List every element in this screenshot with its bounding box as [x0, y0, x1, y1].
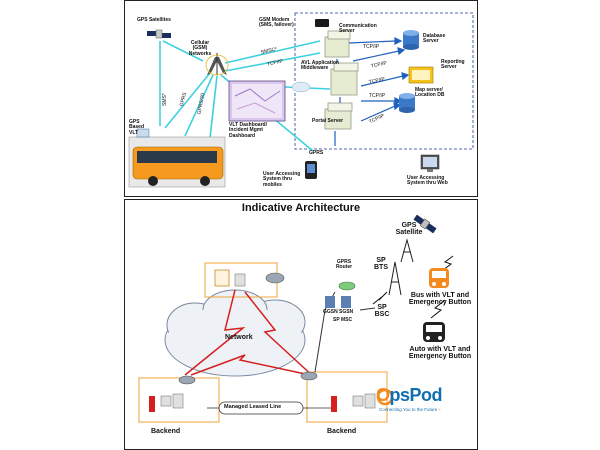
auto-rickshaw-icon: [423, 322, 445, 342]
communication-server-icon: [324, 30, 351, 58]
tcpip-label-1: TCP/IP: [363, 44, 380, 50]
bus-icon: [128, 136, 226, 188]
gps-satellites-label: GPS Satellites: [137, 17, 171, 23]
firewall-icon: [149, 396, 155, 412]
mobile-user-icon: [305, 161, 317, 179]
portal-server-icon: [324, 102, 353, 130]
router-icon: [178, 375, 196, 385]
sgsn-label: SGSN: [339, 309, 354, 315]
gprs-label: GPRS: [309, 150, 324, 156]
gsm-modem-icon: [315, 19, 329, 27]
opspod-tagline: Connecting You to the Future +: [379, 407, 442, 412]
auto-vlt-label: Auto with VLT and Emergency Button: [408, 346, 472, 361]
server-icon: [364, 393, 376, 409]
sp-bsc-tower-icon: [388, 261, 402, 296]
diagram-title: Indicative Architecture: [241, 202, 361, 214]
gps-satellite-label: GPS Satellite: [395, 222, 423, 237]
system-architecture-panel: GPS Satellites Cellular (GSM) Networks G…: [124, 0, 478, 197]
reporting-server-icon: [408, 66, 434, 84]
database-server-label: Database Server: [423, 33, 446, 45]
router-icon: [265, 272, 285, 284]
gps-satellite-icon: [413, 214, 437, 234]
sgsn-icon: [341, 296, 351, 308]
database-server-icon: [403, 30, 419, 50]
avl-middleware-server-icon: [330, 62, 359, 96]
opspod-logo-ring: [376, 388, 394, 406]
bus-icon: [429, 268, 449, 288]
architecture-diagram: [128, 12, 474, 188]
reporting-server-label: Reporting Server: [441, 59, 465, 71]
gsm-modem-label: GSM Modem (SMS, failover): [259, 17, 294, 29]
vlt-device-icon: [136, 128, 150, 138]
web-user-label: User Accessing System thru Web: [407, 175, 448, 187]
server-rack-icon: [214, 269, 230, 287]
sp-bts-label: SP BTS: [374, 257, 388, 272]
gprs-router-icon: [338, 281, 356, 291]
ggsn-icon: [325, 296, 335, 308]
sp-msc-label: SP MSC: [333, 317, 353, 323]
map-server-icon: [399, 93, 415, 113]
ggsn-label: GGSN: [323, 309, 338, 315]
indicative-architecture-panel: Indicative Architecture: [124, 199, 478, 450]
backend-left-box: [138, 377, 220, 423]
satellite-icon: [147, 29, 171, 39]
web-user-icon: [420, 154, 440, 172]
vlt-dashboard-screen: [228, 80, 286, 122]
tcpip-arrows: [334, 37, 410, 146]
indicative-architecture-diagram: [138, 214, 454, 423]
server-icon: [352, 395, 364, 407]
cell-tower-icon: [205, 53, 229, 76]
backend-right-box: [306, 371, 388, 423]
server-icon: [234, 273, 246, 287]
server-boundary: [294, 12, 474, 150]
vlt-dashboard-label: VLT Dashboard/ Incident Mgmt Dashboard: [229, 122, 267, 139]
leased-line-label: Managed Leased Line: [224, 404, 282, 410]
sms-vertical-label: SMS*: [161, 93, 168, 107]
server-icon: [160, 395, 172, 407]
network-label: Network: [225, 334, 253, 341]
backend-right-label: Backend: [327, 428, 357, 435]
tcpip-label-4: TCP/IP: [369, 93, 386, 99]
network-links: [184, 289, 316, 379]
mobile-user-label: User Accessing System thru mobiles: [263, 171, 301, 188]
router-icon: [300, 371, 318, 381]
gps-vlt-label: GPS Based VLT: [129, 119, 145, 136]
backend-left-label: Backend: [151, 428, 181, 435]
sp-bsc-label: SP BSC: [374, 304, 390, 319]
bus-vlt-label: Bus with VLT and Emergency Button: [408, 292, 472, 307]
opspod-logo: OpsPod: [376, 385, 443, 405]
avl-middleware-label: AVL Application Middleware: [301, 60, 339, 72]
sp-bts-tower-icon: [400, 238, 414, 263]
gprs-router-label: GPRS Router: [335, 259, 353, 271]
communication-server-label: Communication Server: [339, 23, 377, 35]
portal-server-label: Portal Server: [312, 118, 344, 124]
cloud-icon: [291, 81, 311, 93]
map-server-label: Map server/ Location DB: [415, 87, 445, 99]
server-icon: [172, 393, 184, 409]
cellular-networks-label: Cellular (GSM) Networks: [188, 40, 212, 57]
firewall-icon: [331, 396, 337, 412]
